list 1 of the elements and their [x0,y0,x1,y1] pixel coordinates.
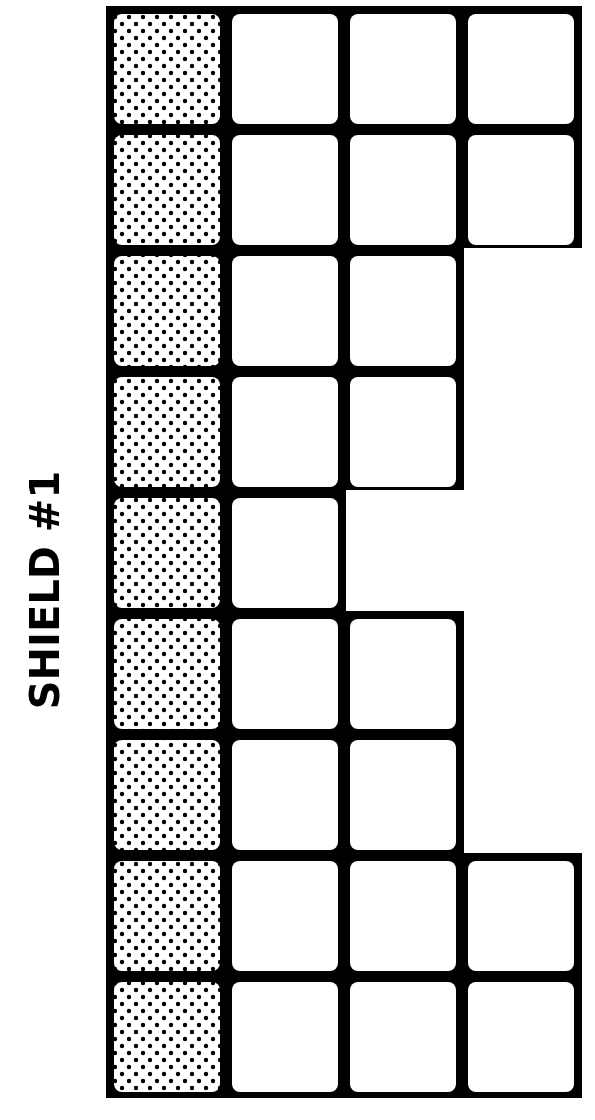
shield-label: SHIELD #1 [22,470,68,710]
